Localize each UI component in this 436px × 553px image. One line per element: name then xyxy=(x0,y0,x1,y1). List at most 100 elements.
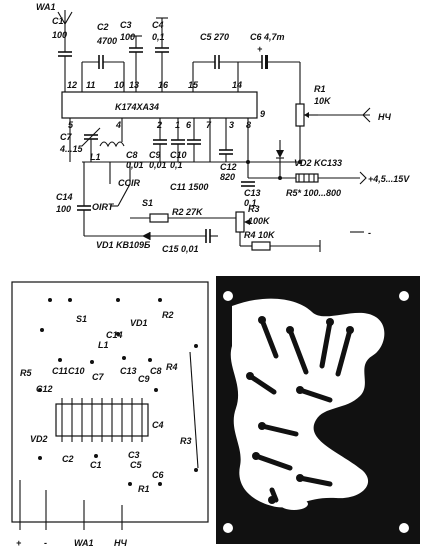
supply-section: VD2 KC133 +4,5...15V C13 0,1 R5* 100...8… xyxy=(241,118,410,208)
layout-c14: C14 xyxy=(106,330,123,340)
ic-pin-4: 4 xyxy=(115,120,121,130)
label-vd1: VD1 KB109Б xyxy=(96,240,151,250)
label-c5: C5 270 xyxy=(200,32,229,42)
layout-minus: - xyxy=(44,538,47,548)
switch-s1: CCIR OIRT S1 xyxy=(92,162,153,212)
resistor-r1: R1 10K НЧ xyxy=(295,84,391,140)
layout-hch: НЧ xyxy=(114,538,127,548)
label-c6: C6 4,7m xyxy=(250,32,285,42)
label-c13-value: 0,1 xyxy=(244,198,257,208)
layout-r3: R3 xyxy=(180,436,192,446)
capacitors-c11-c12: C12 820 C11 1500 xyxy=(170,118,237,192)
label-c2-value: 4700 xyxy=(96,36,117,46)
label-c10-value: 0,1 xyxy=(170,160,183,170)
label-c9: C9 xyxy=(149,150,161,160)
label-r4: R4 10K xyxy=(244,230,276,240)
label-output-hch: НЧ xyxy=(378,112,391,122)
ic-pin-14: 14 xyxy=(232,80,242,90)
ic-k174xa34: K174XA34 12 11 10 13 16 15 14 5 4 2 1 6 … xyxy=(61,80,265,130)
layout-c4: C4 xyxy=(152,420,164,430)
component-layout: S1 C14 VD1 R2 L1 C11 C10 C7 C13 C9 C8 R4… xyxy=(11,281,209,548)
label-c7-value: 4...15 xyxy=(59,144,84,154)
capacitor-c14: C14 100 xyxy=(56,162,91,236)
capacitor-c6: + C6 4,7m xyxy=(238,32,301,104)
pcb-traces xyxy=(247,317,353,503)
layout-s1: S1 xyxy=(76,314,87,324)
layout-c5: C5 xyxy=(130,460,142,470)
layout-c13: C13 xyxy=(120,366,137,376)
pcb-artwork xyxy=(216,276,420,544)
label-c1-value: 100 xyxy=(52,30,67,40)
label-c14-value: 100 xyxy=(56,204,71,214)
layout-c9: C9 xyxy=(138,374,150,384)
layout-pads xyxy=(38,298,198,486)
ic-pin-13: 13 xyxy=(129,80,139,90)
label-c4: C4 xyxy=(152,20,164,30)
label-minus: - xyxy=(368,228,371,238)
capacitor-c2: C2 4700 xyxy=(81,22,125,92)
layout-c6: C6 xyxy=(152,470,164,480)
label-c15: C15 0,01 xyxy=(162,244,199,254)
label-c12: C12 xyxy=(220,162,237,172)
label-r3: R3 xyxy=(248,204,260,214)
label-c12-value: 820 xyxy=(220,172,235,182)
layout-c7: C7 xyxy=(92,372,104,382)
resistors-r2-r3-r4: R2 27K R3 100K R4 10K - xyxy=(130,204,371,252)
label-r3-value: 100K xyxy=(248,216,271,226)
label-oirt: OIRT xyxy=(92,202,115,212)
label-c8-value: 0,01 xyxy=(126,160,144,170)
label-c13: C13 xyxy=(244,188,261,198)
plus-sign: + xyxy=(257,44,263,54)
ic-pin-12: 12 xyxy=(67,80,77,90)
layout-r2: R2 xyxy=(162,310,174,320)
chip-pins xyxy=(61,398,143,442)
varicap-vd1-c15: VD1 KB109Б C15 0,01 xyxy=(84,229,218,254)
layout-plus: + xyxy=(16,538,22,548)
layout-r1: R1 xyxy=(138,484,150,494)
label-r5: R5* 100...800 xyxy=(286,188,341,198)
pcb-holes xyxy=(223,291,409,533)
label-r2: R2 27K xyxy=(172,207,204,217)
layout-c12: C12 xyxy=(36,384,53,394)
label-c14: C14 xyxy=(56,192,73,202)
label-wa1: WA1 xyxy=(36,2,56,12)
layout-c8: C8 xyxy=(150,366,162,376)
label-c10: C10 xyxy=(170,150,187,160)
ic-pin-10: 10 xyxy=(114,80,124,90)
label-c3-value: 100 xyxy=(120,32,135,42)
capacitors-c8-c9-c10: C8 0,01 C9 0,01 C10 0,1 xyxy=(126,118,201,170)
tank-c7-l1: C7 4...15 L1 xyxy=(59,118,125,162)
label-ccir: CCIR xyxy=(118,178,140,188)
ic-pin-5: 5 xyxy=(68,120,74,130)
ic-pin-3: 3 xyxy=(229,120,234,130)
label-c3: C3 xyxy=(120,20,132,30)
layout-leads xyxy=(19,351,199,530)
capacitor-c1: C1 100 xyxy=(52,16,72,92)
label-s1: S1 xyxy=(142,198,153,208)
label-r1: R1 xyxy=(314,84,326,94)
label-c1: C1 xyxy=(52,16,64,26)
label-c8: C8 xyxy=(126,150,138,160)
label-vd2: VD2 KC133 xyxy=(294,158,342,168)
capacitor-c5: C5 270 xyxy=(192,32,239,92)
label-supply: +4,5...15V xyxy=(368,174,410,184)
pcb-pads xyxy=(246,316,354,504)
layout-vd1: VD1 xyxy=(130,318,148,328)
label-c11: C11 1500 xyxy=(170,182,208,192)
layout-vd2: VD2 xyxy=(30,434,48,444)
layout-r5: R5 xyxy=(20,368,32,378)
label-c4-value: 0,1 xyxy=(152,32,165,42)
layout-r4: R4 xyxy=(166,362,178,372)
label-l1: L1 xyxy=(90,152,101,162)
ic-label: K174XA34 xyxy=(115,102,159,112)
capacitor-c4: C4 0,1 xyxy=(152,17,169,92)
layout-l1: L1 xyxy=(98,340,109,350)
ic-pin-11: 11 xyxy=(86,80,95,90)
ic-pin-16: 16 xyxy=(158,80,169,90)
layout-c3: C3 xyxy=(128,450,140,460)
layout-c10: C10 xyxy=(68,366,85,376)
layout-wa1: WA1 xyxy=(74,538,94,548)
ic-pin-2: 2 xyxy=(156,120,162,130)
label-r1-value: 10K xyxy=(314,96,332,106)
